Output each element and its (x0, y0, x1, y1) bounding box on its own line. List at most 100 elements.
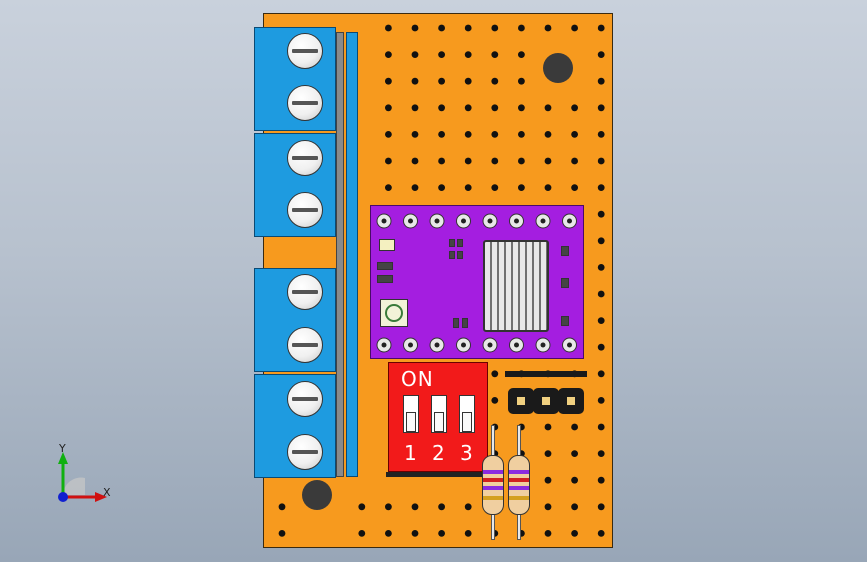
board-hole (491, 51, 499, 58)
dip-switch-number-2: 2 (432, 441, 445, 465)
driver-pin-center (461, 218, 466, 224)
board-hole (597, 423, 605, 431)
board-hole (597, 157, 605, 165)
board-hole (491, 370, 499, 378)
board-hole (491, 184, 499, 192)
smd-capacitor (457, 251, 463, 259)
driver-pin-center (567, 342, 572, 348)
board-hole (544, 24, 552, 32)
board-hole (411, 51, 419, 58)
driver-pin-center (434, 218, 440, 224)
smd-capacitor (561, 246, 569, 256)
board-hole (544, 131, 552, 138)
board-hole (385, 157, 392, 165)
terminal-screw (287, 327, 323, 363)
board-hole (464, 503, 472, 511)
terminal-screw (287, 434, 323, 470)
terminal-screw (287, 381, 323, 417)
board-hole (411, 24, 419, 32)
potentiometer (380, 299, 408, 327)
board-hole (597, 24, 605, 32)
board-hole (385, 104, 392, 112)
driver-pin-center (540, 218, 546, 224)
board-hole (491, 77, 499, 85)
board-hole (518, 157, 525, 165)
board-hole (491, 24, 499, 32)
board-hole (411, 184, 419, 192)
board-hole (411, 104, 419, 112)
board-hole (385, 530, 392, 537)
dip-switch-base (386, 472, 490, 477)
board-hole (438, 77, 445, 85)
board-hole (597, 476, 605, 484)
board-hole (597, 210, 605, 218)
board-hole (544, 530, 552, 537)
board-hole (571, 131, 578, 138)
smd-capacitor (449, 239, 455, 247)
driver-pin-center (514, 342, 519, 348)
board-hole (571, 184, 578, 192)
board-hole (438, 530, 445, 537)
driver-pin-center (487, 218, 493, 224)
board-hole (597, 503, 605, 511)
dip-switch-toggle-2 (431, 395, 447, 433)
dip-switch-toggle-1 (403, 395, 419, 433)
board-hole (464, 51, 472, 58)
board-hole (491, 397, 499, 404)
board-hole (464, 104, 472, 112)
board-hole (597, 370, 605, 378)
board-hole (571, 24, 578, 32)
board-hole (571, 503, 578, 511)
board-hole (544, 450, 552, 457)
board-hole (438, 51, 445, 58)
header-pin-2 (533, 388, 559, 414)
board-hole (518, 77, 525, 85)
dip-switch-number-1: 1 (404, 441, 417, 465)
board-hole (464, 131, 472, 138)
board-hole (438, 184, 445, 192)
pin-header (505, 371, 587, 414)
smd-capacitor (462, 318, 468, 328)
resistor-2 (508, 455, 530, 515)
driver-pin-center (567, 218, 572, 224)
mounting-hole-top (543, 53, 573, 83)
board-hole (597, 131, 605, 138)
driver-pin-center (487, 342, 493, 348)
board-hole (464, 157, 472, 165)
axis-x-label: X (103, 486, 111, 499)
smd-capacitor (449, 251, 455, 259)
board-hole (597, 530, 605, 537)
board-hole (597, 184, 605, 192)
terminal-screw (287, 33, 323, 69)
smd-led (379, 239, 395, 251)
board-hole (438, 157, 445, 165)
board-hole (544, 476, 552, 484)
board-hole (571, 423, 578, 431)
driver-pin-center (514, 218, 519, 224)
dip-switch-on-label: ON (401, 367, 434, 391)
board-hole (385, 131, 392, 138)
board-hole (597, 450, 605, 457)
board-hole (544, 104, 552, 112)
board-hole (438, 24, 445, 32)
header-pin-3 (558, 388, 584, 414)
board-hole (597, 51, 605, 58)
driver-pins (376, 213, 577, 353)
header-pin-1 (508, 388, 534, 414)
board-hole (571, 530, 578, 537)
smd-resistor (377, 275, 393, 283)
driver-pin-center (381, 342, 387, 348)
smd-capacitor (561, 278, 569, 288)
mounting-hole-bottom (302, 480, 332, 510)
dip-switch: ON 1 2 3 (388, 362, 488, 472)
smd-resistor (377, 262, 393, 270)
board-hole (385, 24, 392, 32)
board-hole (491, 104, 499, 112)
driver-pin-center (461, 342, 466, 348)
board-hole (544, 184, 552, 192)
terminal-rail (336, 32, 344, 477)
terminal-screw (287, 274, 323, 310)
axis-y-label: Y (59, 442, 66, 455)
board-hole (464, 184, 472, 192)
board-hole (597, 264, 605, 271)
